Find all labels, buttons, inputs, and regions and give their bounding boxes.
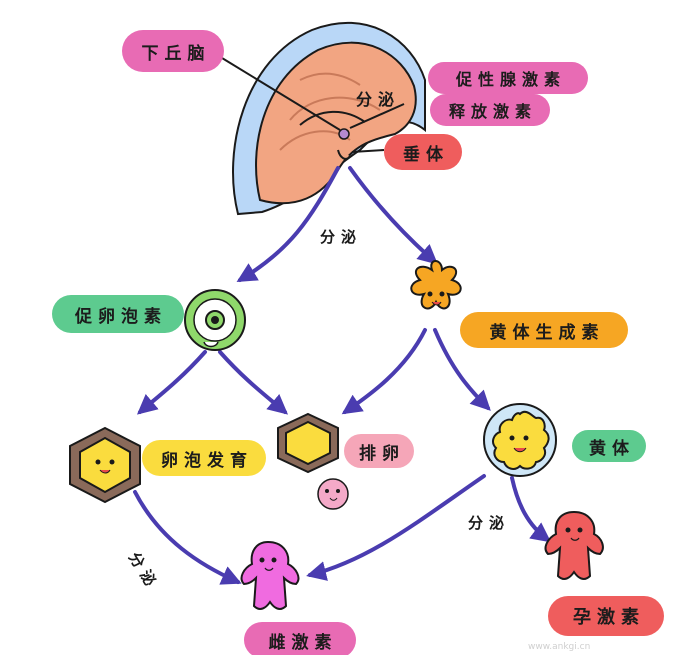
fsh-label: 促卵泡素: [52, 295, 184, 333]
arrow-corpus-luteum-to-progesterone: [510, 476, 552, 543]
developing-follicle: [69, 426, 141, 504]
arrow-fsh-to-follicle: [136, 350, 207, 415]
secretion-label-pituitary: 分泌: [320, 228, 363, 246]
hypothalamus-label: 下丘脑: [122, 30, 224, 72]
ovulation-label: 排卵: [344, 434, 414, 468]
progesterone-figure: [544, 510, 604, 580]
secretion-label-corpus-luteum: 分泌: [468, 514, 511, 532]
estrogen-figure: [240, 540, 300, 610]
arrow-follicle-to-estrogen: [133, 490, 242, 585]
arrows: [133, 166, 552, 585]
secretion-label-brain: 分泌: [356, 90, 401, 109]
pituitary-label: 垂体: [384, 134, 462, 170]
ovulation-follicle: [277, 412, 349, 510]
arrow-fsh-to-ovulation: [218, 350, 289, 415]
arrow-lh-to-ovulation: [341, 328, 427, 415]
lh-flower: [410, 260, 462, 310]
gnrh-label: 促性腺激素: [428, 62, 588, 94]
arrow-lh-to-corpus-luteum: [433, 328, 491, 411]
corpus-luteum-label: 黄体: [572, 430, 646, 462]
follicle-development-label: 卵泡发育: [142, 440, 266, 476]
corpus-luteum-cell: [483, 403, 557, 477]
estrogen-label: 雌激素: [244, 622, 356, 655]
brain-illustration: [221, 21, 426, 216]
follicle-cell: [184, 289, 246, 351]
arrow-corpus-luteum-to-estrogen: [306, 474, 486, 581]
arrow-pituitary-to-fsh: [236, 166, 340, 283]
lh-label: 黄体生成素: [460, 312, 628, 348]
progesterone-label: 孕激素: [548, 596, 664, 636]
arrow-pituitary-to-lh: [348, 166, 439, 265]
releasing-hormone-label: 释放激素: [430, 94, 550, 126]
watermark: www.ankgi.cn: [528, 642, 591, 652]
